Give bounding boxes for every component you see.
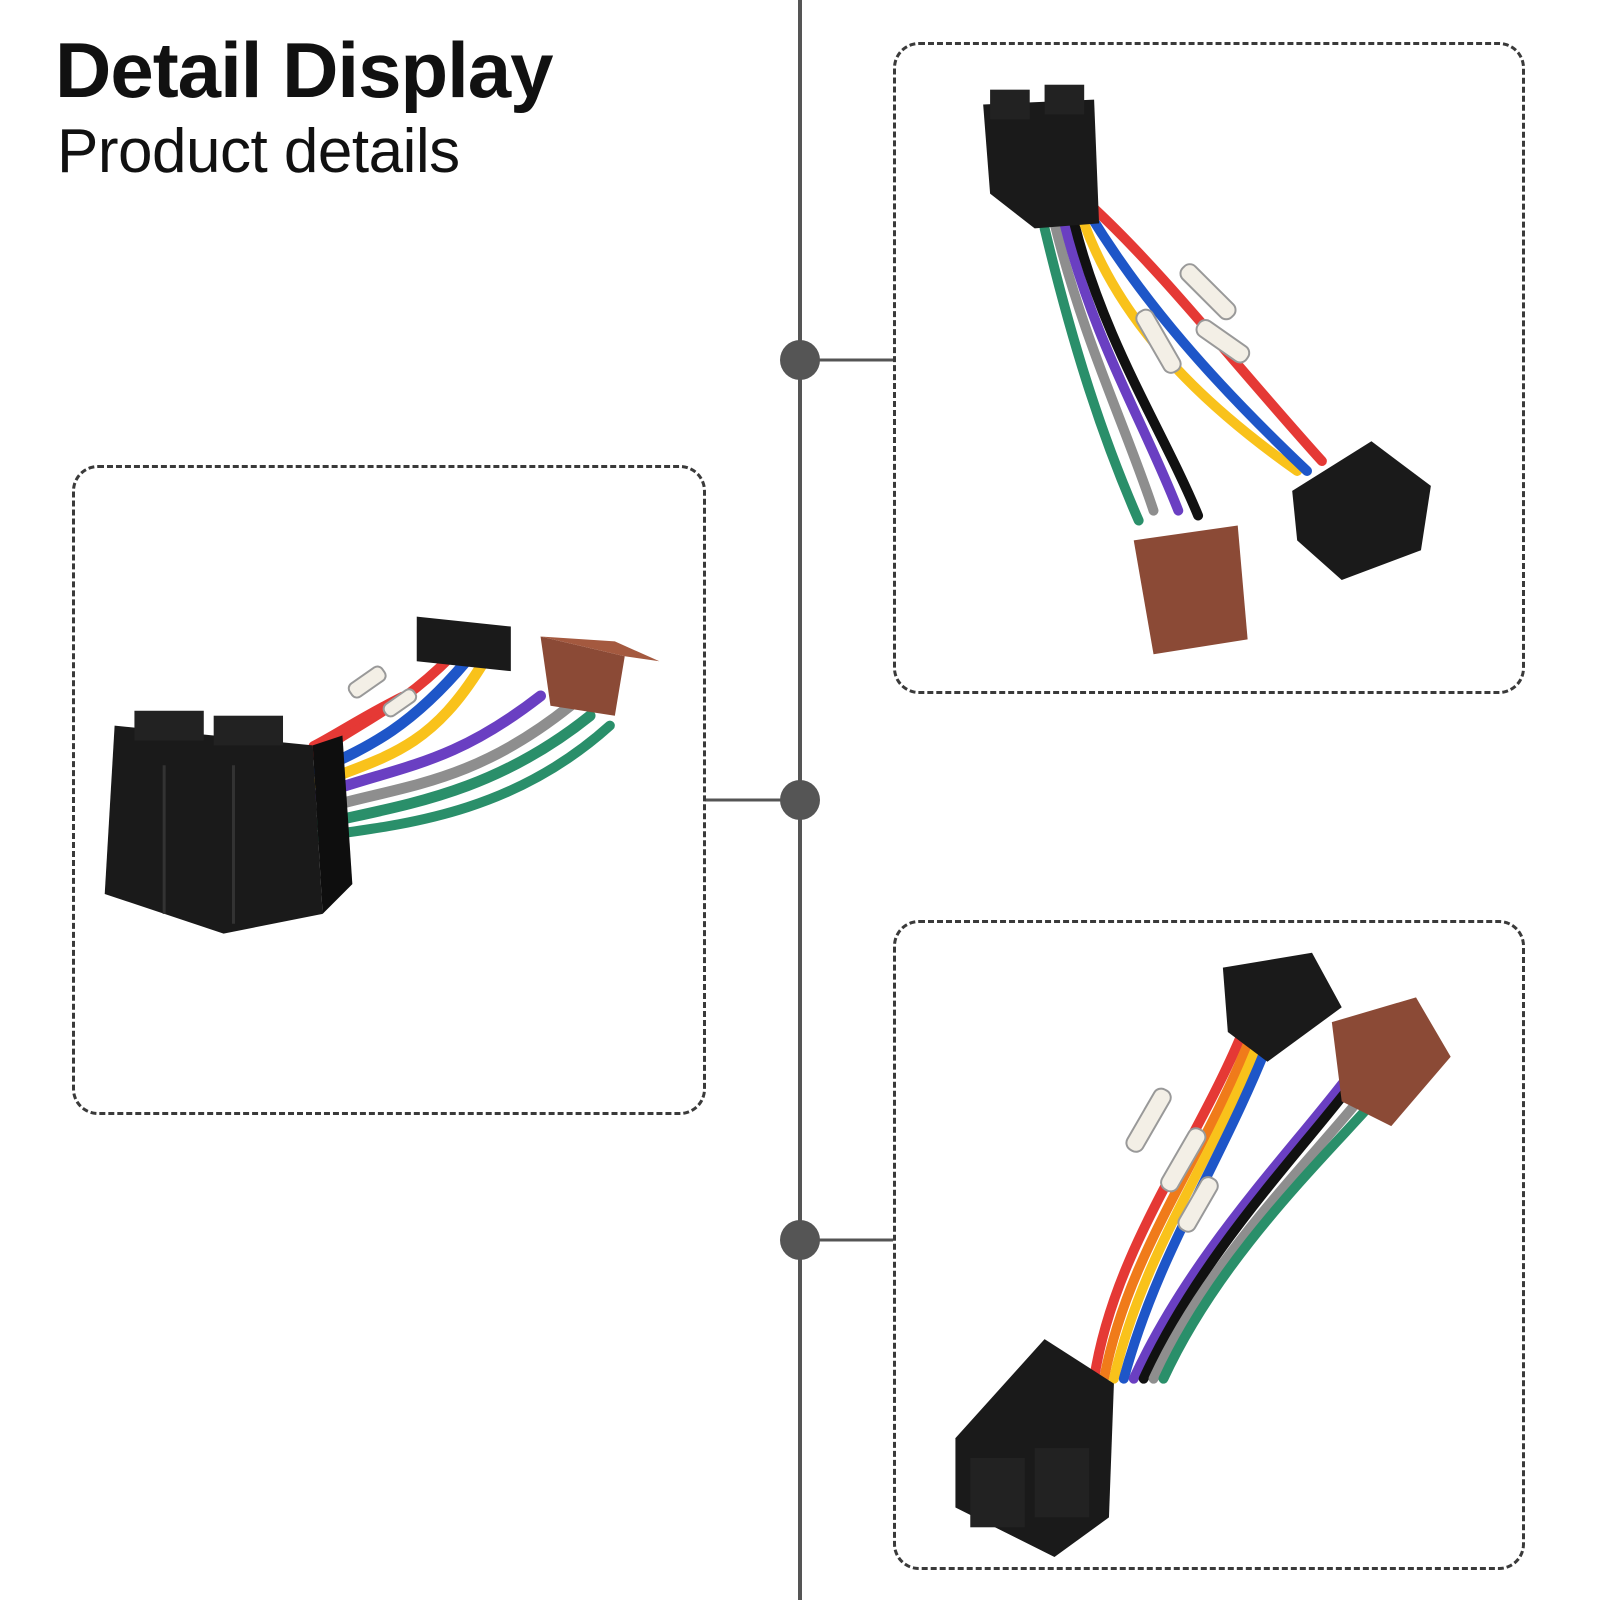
iso-harness-side-view-icon [104, 616, 660, 934]
product-image-frame-top-right [893, 42, 1525, 694]
page-subtitle: Product details [57, 117, 460, 186]
product-image-frame-left [72, 465, 706, 1115]
iso-harness-top-view-icon [983, 84, 1431, 655]
iso-harness-front-view-icon [955, 952, 1451, 1558]
page-title: Detail Display [55, 26, 554, 114]
product-image-frame-bottom-right [893, 920, 1525, 1570]
